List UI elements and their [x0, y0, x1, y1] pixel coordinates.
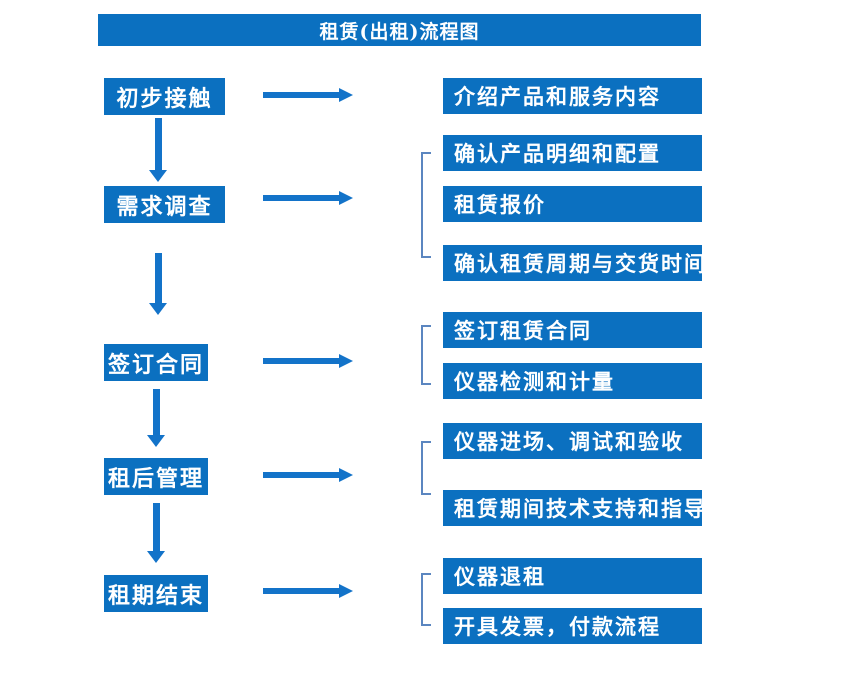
arrow-right-icon: [263, 88, 353, 102]
group-bracket: [421, 573, 431, 626]
detail-box-instrument-check: 仪器检测和计量: [443, 363, 702, 399]
step-box-sign-contract: 签订合同: [104, 344, 208, 381]
arrow-right-icon: [263, 468, 353, 482]
group-bracket: [421, 441, 431, 495]
detail-box-confirm-config: 确认产品明细和配置: [443, 135, 702, 171]
detail-box-tech-support: 租赁期间技术支持和指导: [443, 490, 705, 526]
page-title: 租赁(出租)流程图: [98, 14, 701, 46]
arrow-down-icon: [149, 253, 168, 315]
group-bracket: [421, 152, 431, 258]
arrow-down-icon: [147, 389, 166, 447]
arrow-right-icon: [263, 191, 353, 205]
detail-box-rental-quote: 租赁报价: [443, 186, 702, 222]
step-box-initial-contact: 初步接触: [104, 78, 225, 115]
step-box-rental-end: 租期结束: [104, 575, 208, 612]
detail-box-instrument-return: 仪器退租: [443, 558, 702, 594]
detail-box-sign-lease: 签订租赁合同: [443, 312, 702, 348]
step-box-demand-survey: 需求调查: [104, 186, 225, 223]
detail-box-invoice-payment: 开具发票，付款流程: [443, 608, 702, 644]
step-box-post-rental: 租后管理: [104, 458, 208, 495]
arrow-down-icon: [149, 118, 168, 182]
detail-box-instrument-setup: 仪器进场、调试和验收: [443, 423, 702, 459]
detail-box-confirm-period: 确认租赁周期与交货时间: [443, 245, 705, 281]
group-bracket: [421, 325, 431, 385]
arrow-down-icon: [147, 503, 166, 563]
detail-box-intro-products: 介绍产品和服务内容: [443, 78, 702, 114]
arrow-right-icon: [263, 584, 353, 598]
arrow-right-icon: [263, 354, 353, 368]
